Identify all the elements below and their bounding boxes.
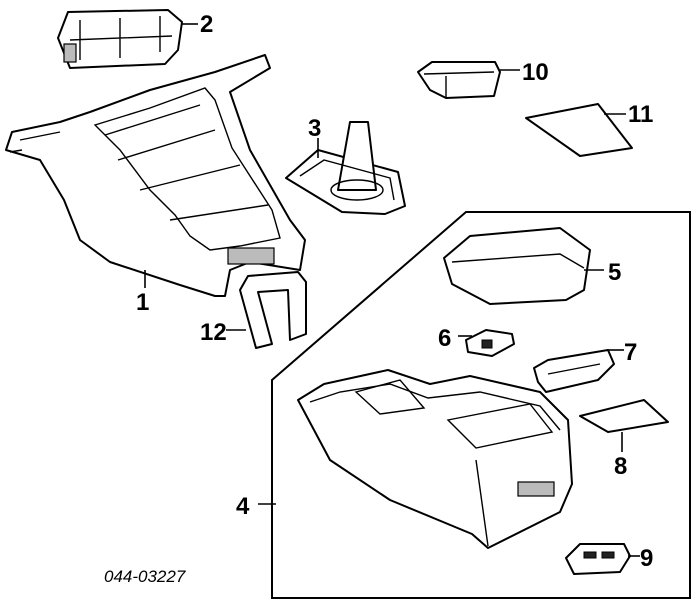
callout-8: 8: [614, 453, 627, 480]
part-1-center-console: [5, 54, 306, 297]
part-11-mat: [525, 103, 633, 157]
part-9-clip: [565, 543, 631, 575]
callout-2: 2: [200, 11, 213, 38]
callout-5: 5: [608, 259, 621, 286]
callout-12: 12: [200, 319, 227, 346]
callout-7: 7: [624, 339, 637, 366]
callout-1: 1: [136, 289, 149, 316]
callout-3: 3: [308, 115, 321, 142]
callout-11: 11: [628, 101, 653, 128]
callout-6: 6: [438, 325, 451, 352]
part-8-pad: [579, 399, 669, 433]
part-5-armrest-lid: [443, 227, 591, 305]
part-2-radio-bracket: [57, 9, 183, 69]
callout-4: 4: [236, 493, 250, 520]
part-6-hinge: [465, 329, 515, 357]
part-3-shift-boot: [285, 121, 406, 215]
callout-10: 10: [522, 59, 549, 86]
part-10-tray: [417, 61, 501, 99]
diagram-code: 044-03227: [104, 567, 186, 586]
part-12-bracket: [239, 271, 307, 349]
part-4-console-box: [297, 369, 573, 549]
part-7-latch: [533, 349, 615, 393]
callout-9: 9: [640, 545, 653, 572]
assembly-frame: [271, 211, 691, 599]
